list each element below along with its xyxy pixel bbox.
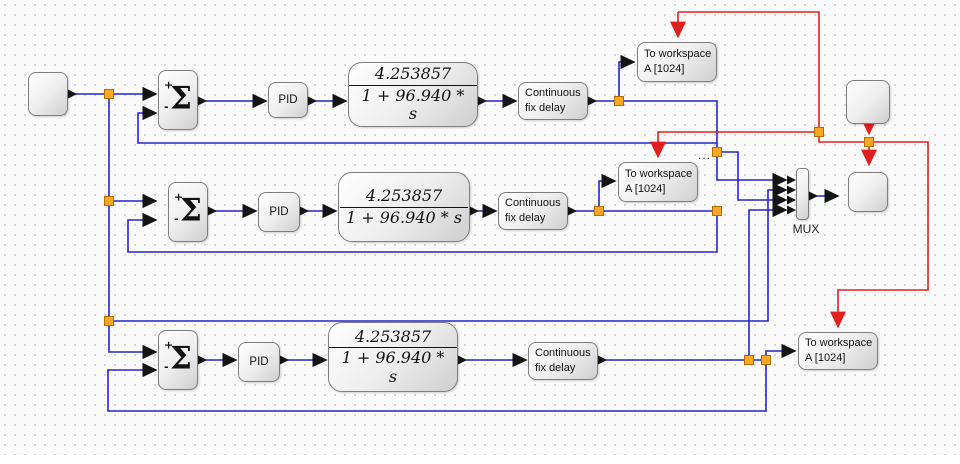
delay-block-2[interactable]: Continuous fix delay (498, 192, 568, 230)
delay-label-line1: Continuous (505, 196, 561, 209)
wire-delay1-to-mux-in1[interactable] (588, 100, 788, 188)
wire-trunk-to-sum2[interactable] (108, 94, 158, 209)
link-point[interactable] (744, 355, 754, 365)
to-workspace-block-2[interactable]: To workspace A [1024] (618, 162, 698, 202)
wire-split2-to-workspace2[interactable] (598, 173, 617, 211)
annotation-dots: ... (698, 148, 712, 162)
mux-input-ports (787, 175, 796, 215)
link-point[interactable] (104, 316, 114, 326)
wire-split3-to-mux-in4[interactable] (748, 202, 788, 360)
delay2-output-port (568, 206, 577, 216)
pid2-output-port (300, 206, 309, 216)
pid-block-1[interactable]: PID (268, 82, 308, 118)
step-output-port (68, 89, 77, 99)
link-point[interactable] (594, 206, 604, 216)
link-point[interactable] (761, 355, 771, 365)
transfer-fn-fraction: 4.253857 1 + 96.940 * s (349, 65, 477, 123)
sum2-output-port (208, 206, 217, 216)
sigma-symbol: Σ (180, 192, 202, 229)
wire-split1-to-workspace1[interactable] (618, 54, 636, 101)
tf-numerator: 4.253857 (365, 186, 443, 206)
wire-feedback3-to-sum3[interactable] (107, 362, 767, 412)
delay-block-1[interactable]: Continuous fix delay (518, 82, 588, 120)
tf-denominator: 1 + 96.940 * s (339, 206, 469, 227)
delay-label-line1: Continuous (535, 346, 591, 359)
tf-numerator: 4.253857 (374, 64, 452, 84)
to-workspace-block-3[interactable]: To workspace A [1024] (798, 332, 878, 370)
delay3-output-port (598, 355, 607, 365)
link-point-event[interactable] (814, 127, 824, 137)
pid-label: PID (249, 356, 269, 368)
tf3-output-port (458, 355, 467, 365)
workspace-label-line1: To workspace (644, 47, 712, 60)
canvas-bottom-edge (0, 455, 960, 464)
transfer-fn-block-3[interactable]: 4.253857 1 + 96.940 * s (328, 322, 458, 392)
pid-block-3[interactable]: PID (238, 342, 280, 382)
tf2-output-port (470, 206, 479, 216)
workspace-label-line2: A [1024] (625, 183, 666, 195)
wire-ref-to-mux-in2[interactable] (109, 182, 788, 322)
event-wire-to-workspace2[interactable] (650, 131, 815, 159)
pid1-output-port (308, 96, 317, 106)
pid-block-2[interactable]: PID (258, 192, 300, 232)
wire-feedback2-to-sum2[interactable] (127, 212, 718, 253)
event-wire-to-workspace3[interactable] (818, 132, 929, 329)
transfer-fn-fraction: 4.253857 1 + 96.940 * s (329, 326, 457, 386)
scope-block[interactable] (848, 172, 888, 212)
link-point[interactable] (712, 147, 722, 157)
wire-feedback1-to-sum1[interactable] (137, 105, 717, 144)
workspace-label-line2: A [1024] (644, 63, 685, 75)
workspace-label-line1: To workspace (625, 167, 693, 180)
sigma-symbol: Σ (170, 80, 192, 117)
link-points (104, 89, 874, 365)
tf-denominator: 1 + 96.940 * s (349, 84, 477, 124)
event-wire-top[interactable] (678, 11, 820, 128)
link-point[interactable] (712, 206, 722, 216)
mux-output-port (809, 191, 818, 201)
workspace-label-line2: A [1024] (805, 352, 846, 364)
step-input-block[interactable] (28, 72, 68, 116)
pid3-output-port (280, 355, 289, 365)
transfer-fn-block-2[interactable]: 4.253857 1 + 96.940 * s (338, 172, 470, 242)
sum3-output-port (198, 355, 207, 365)
workspace-label-line1: To workspace (805, 336, 873, 349)
sum-block-1[interactable]: + - Σ (158, 70, 198, 130)
sum1-output-port (198, 96, 207, 106)
delay1-output-port (588, 96, 597, 106)
sigma-symbol: Σ (170, 340, 192, 377)
transfer-fn-fraction: 4.253857 1 + 96.940 * s (339, 186, 469, 227)
output-port-arrows (68, 89, 818, 365)
pid-label: PID (278, 94, 298, 106)
mux-block[interactable] (796, 168, 809, 220)
pid-label: PID (269, 206, 289, 218)
sum-block-2[interactable]: + - Σ (168, 182, 208, 242)
link-point[interactable] (104, 196, 114, 206)
to-workspace-block-1[interactable]: To workspace A [1024] (637, 42, 717, 82)
wire-split-to-mux-in3[interactable] (717, 151, 788, 208)
delay-block-3[interactable]: Continuous fix delay (528, 342, 598, 380)
link-point[interactable] (104, 89, 114, 99)
link-point[interactable] (614, 96, 624, 106)
minus-sign: - (164, 100, 169, 114)
tf-numerator: 4.253857 (354, 326, 432, 346)
plus-sign: + (164, 338, 174, 352)
minus-sign: - (164, 360, 169, 374)
mux-label: MUX (792, 222, 820, 236)
transfer-fn-block-1[interactable]: 4.253857 1 + 96.940 * s (348, 62, 478, 127)
plus-sign: + (174, 190, 184, 204)
plus-sign: + (164, 78, 174, 92)
delay-label-line2: fix delay (535, 362, 576, 374)
sum-block-3[interactable]: + - Σ (158, 330, 198, 390)
tf1-output-port (478, 96, 487, 106)
tf-denominator: 1 + 96.940 * s (329, 347, 457, 386)
delay-label-line2: fix delay (505, 212, 546, 224)
clock-block[interactable] (846, 80, 890, 124)
minus-sign: - (174, 212, 179, 226)
link-point-event[interactable] (864, 137, 874, 147)
delay-label-line1: Continuous (525, 86, 581, 99)
wire-trunk-to-sum3[interactable] (108, 321, 158, 360)
delay-label-line2: fix delay (525, 102, 566, 114)
